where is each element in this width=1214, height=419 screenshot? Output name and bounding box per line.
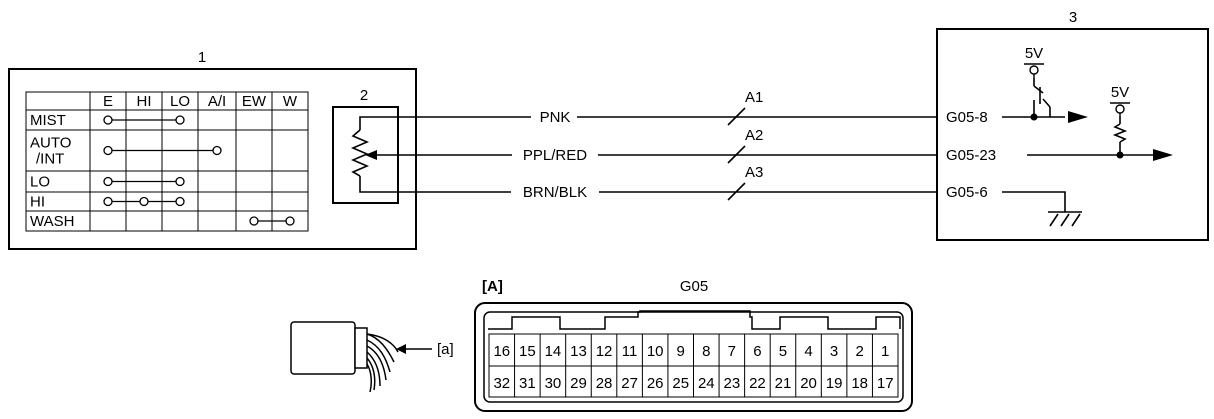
connector-pin-number: 12 bbox=[596, 343, 613, 360]
component-2-label: 2 bbox=[360, 87, 368, 104]
connector-pin-number: 10 bbox=[647, 343, 664, 360]
switch-contact-point bbox=[249, 216, 259, 226]
switch-contact-point bbox=[175, 196, 185, 207]
switch-table bbox=[25, 91, 309, 232]
connector-pin-number: 23 bbox=[724, 375, 741, 392]
switch-row-label: LO bbox=[30, 174, 50, 191]
supply-5v-symbol-2 bbox=[1110, 102, 1130, 116]
component-3-label: 3 bbox=[1069, 9, 1077, 26]
switch-col-header: EW bbox=[242, 93, 267, 110]
wire-a1-color: PNK bbox=[540, 109, 571, 126]
connector-pin-number: 14 bbox=[545, 343, 562, 360]
connector-tag: [A] bbox=[482, 278, 503, 295]
connector-pin-number: 1 bbox=[881, 343, 889, 360]
switch-contact-point bbox=[139, 196, 149, 207]
component-1-box bbox=[8, 68, 417, 250]
harness-connector-illustration bbox=[290, 321, 399, 393]
connector-pin-number: 11 bbox=[622, 343, 638, 360]
junction-dot-g05-8 bbox=[1030, 113, 1038, 121]
switch-contact-point bbox=[103, 196, 113, 207]
connector-pin-number: 18 bbox=[851, 375, 868, 392]
connector-pin-number: 29 bbox=[570, 375, 587, 392]
connector-pin-number: 5 bbox=[779, 343, 787, 360]
switch-contact-point bbox=[285, 216, 295, 226]
terminal-g05-23: G05-23 bbox=[946, 147, 996, 164]
switch-contact-point bbox=[175, 176, 185, 187]
switch-contact-point bbox=[175, 115, 185, 125]
connector-pin-number: 32 bbox=[493, 375, 510, 392]
switch-contact-point bbox=[103, 115, 113, 125]
wire-a3-circuit: A3 bbox=[745, 164, 763, 181]
connector-pin-grid bbox=[488, 333, 899, 398]
wiper-arrowhead bbox=[365, 150, 377, 160]
terminal-g05-6: G05-6 bbox=[946, 184, 988, 201]
wire-a2-circuit: A2 bbox=[745, 127, 763, 144]
connector-name: G05 bbox=[680, 278, 708, 295]
supply-5v-symbol-1 bbox=[1024, 63, 1044, 78]
switch-col-header: W bbox=[283, 93, 298, 110]
supply-5v-label-1: 5V bbox=[1025, 45, 1043, 62]
connector-pin-number: 25 bbox=[672, 375, 689, 392]
connector-pin-number: 15 bbox=[519, 343, 536, 360]
switch-contact-point bbox=[103, 145, 113, 156]
switch-col-header: HI bbox=[137, 93, 152, 110]
connector-housing-outer bbox=[474, 302, 913, 412]
connector-pin-number: 2 bbox=[855, 343, 863, 360]
connector-housing-inner bbox=[483, 311, 904, 403]
harness-tag: [a] bbox=[437, 341, 454, 358]
connector-pin-number: 19 bbox=[826, 375, 843, 392]
connector-pin-number: 16 bbox=[493, 343, 510, 360]
switch-row-label: MIST bbox=[30, 112, 66, 129]
harness-pointer-arrowhead bbox=[396, 344, 406, 354]
connector-pin-number: 17 bbox=[877, 375, 894, 392]
connector-key-profile bbox=[488, 310, 901, 330]
connector-pin-number: 9 bbox=[677, 343, 685, 360]
connector-pin-number: 27 bbox=[621, 375, 638, 392]
connector-pin-number: 26 bbox=[647, 375, 664, 392]
signal-arrow-g05-23 bbox=[1153, 149, 1173, 161]
switch-contact-point bbox=[103, 176, 113, 187]
component-1-label: 1 bbox=[198, 49, 206, 66]
wire-a1-circuit: A1 bbox=[745, 89, 763, 106]
signal-arrow-g05-8 bbox=[1068, 111, 1088, 123]
switch-row-label: WASH bbox=[30, 213, 74, 230]
terminal-g05-8: G05-8 bbox=[946, 109, 988, 126]
connector-pin-number: 21 bbox=[775, 375, 792, 392]
connector-pin-number: 13 bbox=[570, 343, 587, 360]
junction-dot-g05-23 bbox=[1116, 151, 1124, 159]
connector-pin-number: 24 bbox=[698, 375, 715, 392]
switch-col-header: A/I bbox=[208, 93, 226, 110]
switch-row-label: AUTO/INT bbox=[30, 135, 71, 168]
switch-col-header: LO bbox=[170, 93, 190, 110]
connector-pin-number: 31 bbox=[519, 375, 536, 392]
connector-pin-number: 7 bbox=[728, 343, 736, 360]
connector-pin-number: 30 bbox=[545, 375, 562, 392]
wire-lines bbox=[600, 107, 940, 201]
ecm-internal-circuit bbox=[1002, 78, 1155, 227]
supply-5v-label-2: 5V bbox=[1111, 84, 1129, 101]
connector-pin-number: 6 bbox=[753, 343, 761, 360]
wire-a2-color: PPL/RED bbox=[523, 147, 587, 164]
connector-pin-number: 20 bbox=[800, 375, 817, 392]
connector-pin-number: 28 bbox=[596, 375, 613, 392]
connector-pin-number: 8 bbox=[702, 343, 710, 360]
switch-row-label: HI bbox=[30, 194, 45, 211]
switch-contact-point bbox=[212, 145, 222, 156]
wire-a3-color: BRN/BLK bbox=[523, 184, 587, 201]
connector-pin-number: 3 bbox=[830, 343, 838, 360]
connector-pin-number: 4 bbox=[804, 343, 812, 360]
switch-col-header: E bbox=[103, 93, 113, 110]
connector-pin-number: 22 bbox=[749, 375, 766, 392]
component-3-box bbox=[936, 28, 1209, 241]
